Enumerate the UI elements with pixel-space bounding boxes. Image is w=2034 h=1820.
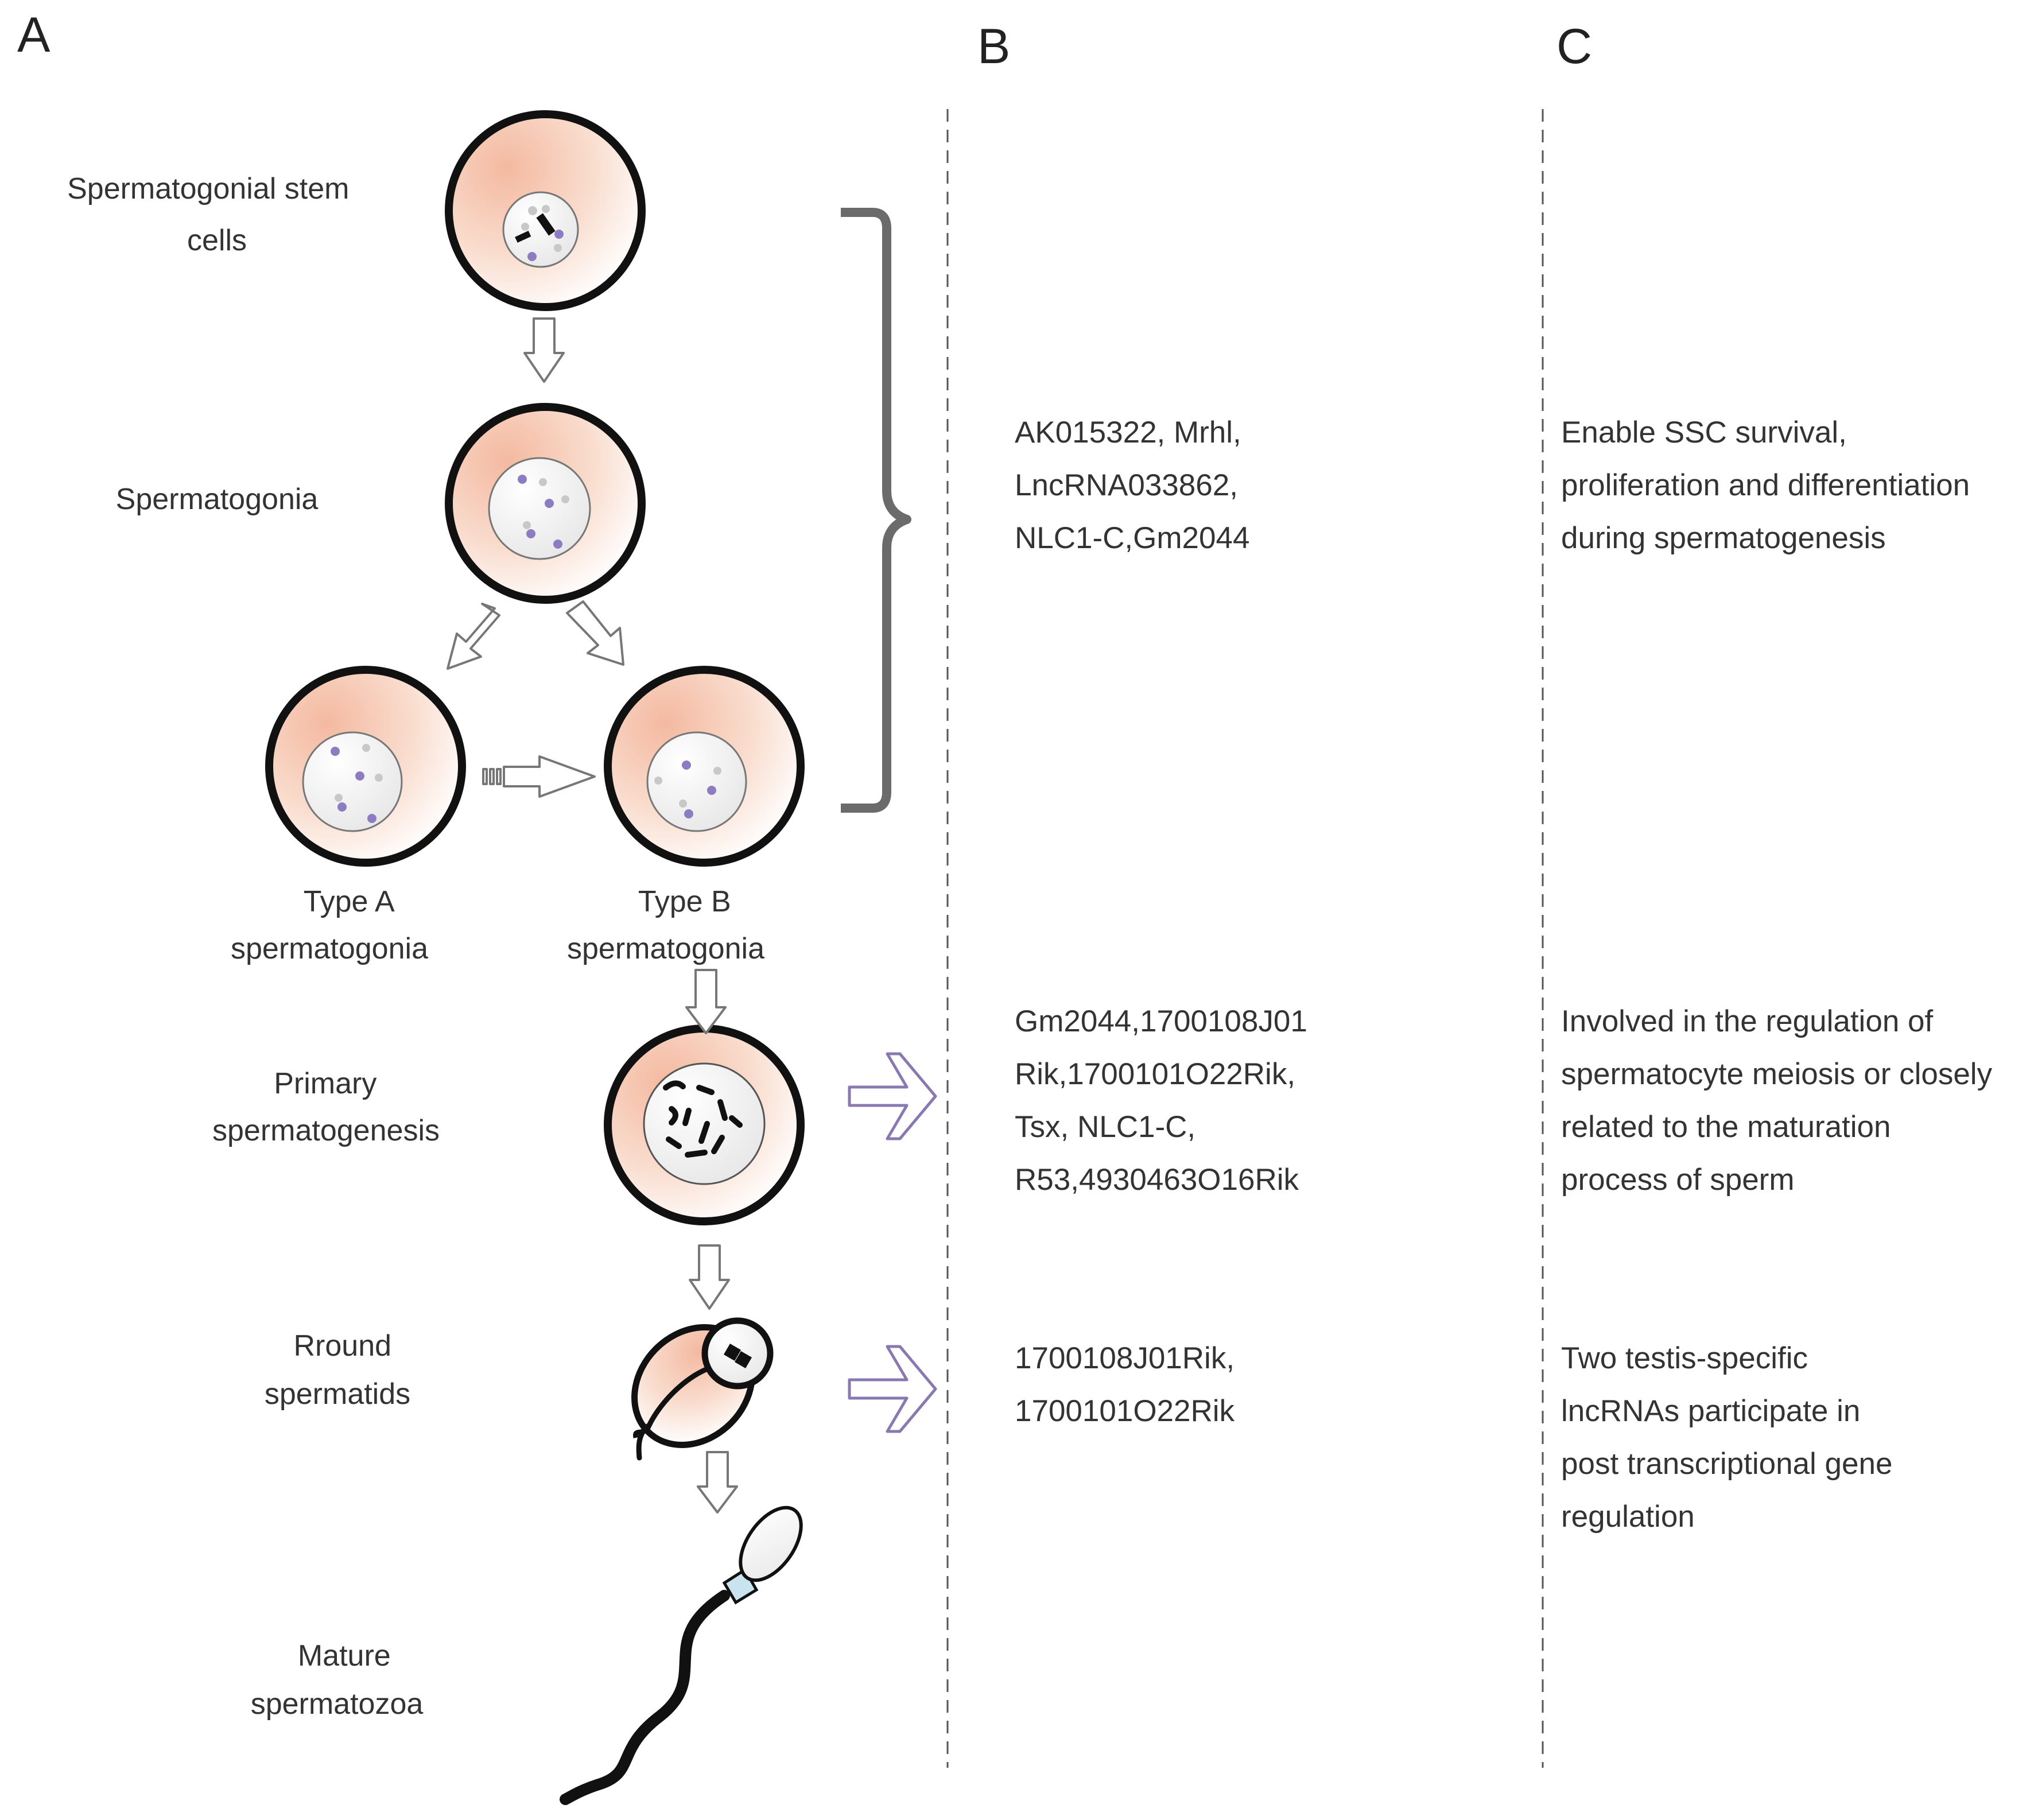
- function-stem: Enable SSC survival, proliferation and d…: [1561, 416, 1978, 555]
- nucleus: [502, 191, 579, 268]
- down-arrow-icon: [685, 969, 727, 1034]
- stage-label-spermatogonia: Spermatogonia: [116, 483, 319, 516]
- panel-label-c: C: [1556, 19, 1592, 74]
- stage-label-mature: Mature spermatozoa: [251, 1639, 424, 1721]
- down-arrow-icon: [689, 1244, 730, 1310]
- stage-label-type-b: Type B spermatogonia: [567, 885, 764, 965]
- lncrna-list-spermatid: 1700108J01Rik, 1700101O22Rik: [1015, 1341, 1243, 1428]
- bracket-icon: [841, 208, 911, 813]
- down-arrow-icon: [523, 317, 565, 383]
- lncrna-list-stem: AK015322, Mrhl, LncRNA033862, NLC1-C,Gm2…: [1015, 416, 1250, 555]
- panel-label-a: A: [17, 7, 51, 63]
- stage-label-primary: Primary spermatogenesis: [212, 1067, 440, 1147]
- diagonal-arrow-left-icon: [447, 603, 500, 670]
- cell-type-a-spermatogonia: [265, 666, 466, 867]
- sperm-head: [739, 1505, 803, 1582]
- stage-label-type-a: Type A spermatogonia: [231, 885, 428, 965]
- right-arrow-icon: [482, 755, 596, 798]
- diagonal-arrow-right-icon: [566, 600, 624, 666]
- right-arrow-icon: [848, 1052, 937, 1140]
- cell-primary-spermatocyte: [604, 1025, 805, 1225]
- panel-label-b: B: [977, 19, 1010, 74]
- function-spermatid: Two testis-specific lncRNAs participate …: [1561, 1341, 1901, 1534]
- stage-label-round: Rround spermatids: [265, 1329, 410, 1411]
- right-arrow-icon: [848, 1345, 937, 1433]
- nucleus: [302, 731, 403, 832]
- cell-spermatogonia: [445, 403, 646, 604]
- cell-type-b-spermatogonia: [604, 666, 805, 867]
- stage-label-ssc: Spermatogonial stem cells: [67, 172, 358, 257]
- down-arrow-icon: [697, 1451, 738, 1514]
- function-meiosis: Involved in the regulation of spermatocy…: [1561, 1004, 2001, 1197]
- lncrna-list-meiosis: Gm2044,1700108J01 Rik,1700101O22Rik, Tsx…: [1015, 1004, 1316, 1197]
- nucleus: [646, 731, 747, 832]
- nucleus: [488, 457, 591, 560]
- cell-spermatogonial-stem: [445, 110, 646, 311]
- mature-spermatozoon: [560, 1505, 803, 1805]
- cell-round-spermatid: [631, 1317, 774, 1461]
